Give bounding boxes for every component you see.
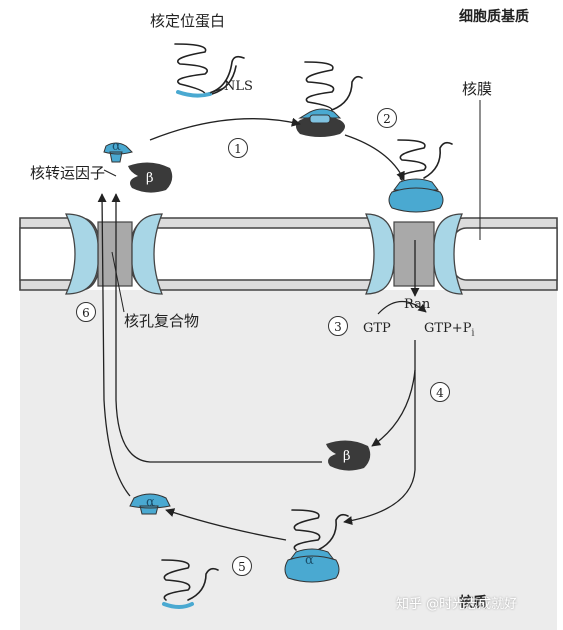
nls-pointer bbox=[209, 87, 225, 94]
arrow-step-2 bbox=[344, 134, 405, 181]
arrow-gtp-hydrolysis bbox=[377, 300, 427, 315]
protein-importin-complex-docked bbox=[388, 139, 453, 213]
nuclear-protein-released bbox=[161, 559, 219, 609]
nucleoplasm-region bbox=[20, 290, 557, 630]
arrow-alpha-export bbox=[97, 193, 131, 497]
importin-beta-nucleus bbox=[326, 440, 371, 471]
protein-alpha-complex-nucleus bbox=[284, 509, 349, 583]
watermark: 知乎 @时光志成就好 bbox=[396, 597, 518, 612]
nls-label: NLS bbox=[224, 79, 253, 94]
nuclear-pore-right bbox=[365, 213, 463, 295]
alpha-symbol-nucleus: α bbox=[146, 495, 155, 510]
pi-subscript: i bbox=[471, 328, 475, 339]
step-5-marker: 5 bbox=[232, 556, 252, 576]
npc-pointer bbox=[111, 251, 125, 313]
importin-pointer bbox=[103, 169, 117, 177]
gtp-label: GTP bbox=[363, 321, 391, 336]
step-2-marker: 2 bbox=[377, 108, 397, 128]
arrow-beta-export bbox=[111, 193, 322, 463]
nucleoplasm-label: 核质 bbox=[459, 595, 487, 611]
cytoplasm-label: 细胞质基质 bbox=[459, 9, 529, 25]
importin-label: 核转运因子 bbox=[30, 164, 106, 182]
nuclear-pore-left bbox=[64, 213, 163, 295]
step-1-marker: 1 bbox=[228, 138, 248, 158]
step-4-marker: 4 bbox=[430, 382, 450, 402]
nuclear-envelope-label: 核膜 bbox=[462, 80, 493, 98]
step-3-marker: 3 bbox=[328, 316, 348, 336]
protein-importin-complex-1 bbox=[296, 61, 363, 137]
beta-symbol-cyto: β bbox=[146, 171, 154, 186]
nuclear-protein-free bbox=[174, 43, 245, 98]
beta-symbol-nucleus: β bbox=[343, 449, 351, 464]
npc-label: 核孔复合物 bbox=[124, 312, 200, 330]
nuclear-protein-label: 核定位蛋白 bbox=[150, 12, 226, 30]
alpha-symbol-complex: α bbox=[305, 553, 314, 568]
arrow-step-4-beta bbox=[371, 369, 416, 447]
importin-alpha-nucleus bbox=[129, 493, 171, 515]
importin-beta-cyto bbox=[128, 162, 173, 193]
arrow-step-4-alpha bbox=[343, 340, 416, 526]
ran-label: Ran bbox=[404, 297, 431, 312]
importin-alpha-cyto bbox=[103, 142, 133, 163]
alpha-symbol-cyto: α bbox=[112, 139, 121, 154]
arrow-step-5 bbox=[165, 508, 287, 541]
gtp-pi-text: GTP+P bbox=[424, 321, 472, 336]
step-6-marker: 6 bbox=[76, 302, 96, 322]
gtp-pi-label: GTP+Pi bbox=[424, 322, 474, 339]
arrow-step-1 bbox=[149, 117, 301, 141]
